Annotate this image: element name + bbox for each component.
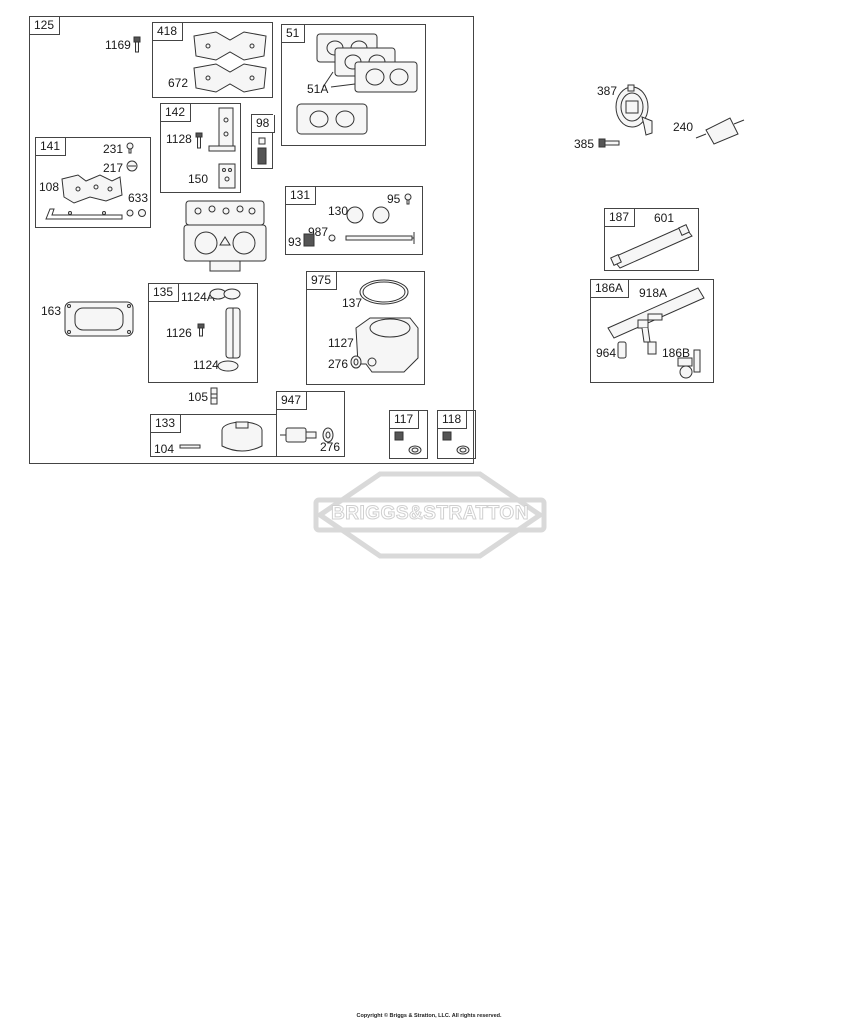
- part-label-130[interactable]: 130: [328, 204, 349, 218]
- callout-418[interactable]: 418: [153, 23, 184, 41]
- kit-418-box: 418: [152, 22, 273, 98]
- kit-142-box: 142: [160, 103, 241, 193]
- part-label-964[interactable]: 964: [596, 346, 617, 360]
- bowl-975-icon: [355, 279, 419, 373]
- part-label-231[interactable]: 231: [103, 142, 124, 156]
- fuel-filter-240-icon: [695, 117, 745, 145]
- part-label-240[interactable]: 240: [673, 120, 694, 134]
- spring-98-icon: [257, 137, 267, 165]
- callout-135[interactable]: 135: [149, 284, 180, 302]
- gasket-set-51-icon: [296, 33, 418, 135]
- callout-51[interactable]: 51: [282, 25, 306, 43]
- part-label-186B[interactable]: 186B: [662, 346, 691, 360]
- gasket-163-icon: [64, 301, 134, 337]
- assembly-125-box: 125: [29, 16, 474, 464]
- part-label-1124[interactable]: 1124: [193, 358, 219, 372]
- part-label-387[interactable]: 387: [597, 84, 618, 98]
- kit-118-box: 118: [437, 410, 476, 459]
- fuel-pump-387-icon: [615, 84, 653, 136]
- kit-118-icon: [442, 431, 470, 455]
- callout-98[interactable]: 98: [252, 115, 276, 133]
- part-label-163[interactable]: 163: [41, 304, 62, 318]
- part-label-633[interactable]: 633: [128, 191, 149, 205]
- part-label-150[interactable]: 150: [188, 172, 209, 186]
- kit-186A-box: 186A: [590, 279, 714, 383]
- callout-142[interactable]: 142: [161, 104, 192, 122]
- jet-105-icon: [210, 387, 218, 405]
- brand-watermark-text: BRIGGS&STRATTON: [331, 503, 529, 525]
- solenoid-947-icon: [280, 427, 334, 443]
- callout-118[interactable]: 118: [438, 411, 468, 429]
- callout-133[interactable]: 133: [151, 415, 182, 433]
- part-label-1169[interactable]: 1169: [105, 38, 131, 52]
- kit-947-box: 947: [276, 391, 345, 457]
- part-label-276-b[interactable]: 276: [320, 440, 341, 454]
- fitting-95-icon: [404, 193, 412, 205]
- kit-187-box: 187: [604, 208, 699, 271]
- fuel-line-918A-icon: [607, 287, 705, 379]
- shaft-131-icon: [303, 232, 415, 247]
- kit-51-box: 51: [281, 24, 426, 146]
- gasket-418-icon: [193, 31, 267, 93]
- brand-watermark-logo: [313, 471, 547, 559]
- float-135-icon: [197, 288, 241, 372]
- callout-125[interactable]: 125: [30, 17, 61, 35]
- kit-117-box: 117: [389, 410, 428, 459]
- part-label-51A[interactable]: 51A: [307, 82, 329, 96]
- part-label-918A[interactable]: 918A: [639, 286, 668, 300]
- part-label-1128[interactable]: 1128: [166, 132, 192, 146]
- bowl-133-icon: [179, 421, 263, 452]
- part-label-276-a[interactable]: 276: [328, 357, 349, 371]
- part-label-93[interactable]: 93: [288, 235, 302, 249]
- callout-187[interactable]: 187: [605, 209, 636, 227]
- callout-975[interactable]: 975: [307, 272, 338, 290]
- part-label-137[interactable]: 137: [342, 296, 363, 310]
- part-label-672[interactable]: 672: [168, 76, 189, 90]
- part-label-105[interactable]: 105: [188, 390, 209, 404]
- kit-131-box: 131: [285, 186, 423, 255]
- kit-975-box: 975: [306, 271, 425, 385]
- copyright-notice: Copyright © Briggs & Stratton, LLC. All …: [356, 1013, 502, 1019]
- part-label-601[interactable]: 601: [654, 211, 675, 225]
- part-label-108[interactable]: 108: [39, 180, 60, 194]
- part-label-1127[interactable]: 1127: [328, 336, 354, 350]
- washer-276-a-icon: [350, 355, 362, 369]
- callout-117[interactable]: 117: [390, 411, 420, 429]
- fuel-line-601-icon: [610, 224, 693, 269]
- part-label-385[interactable]: 385: [574, 137, 595, 151]
- clip-217-icon: [126, 160, 138, 172]
- carburetor-body-icon: [183, 200, 267, 272]
- part-label-95[interactable]: 95: [387, 192, 401, 206]
- plate-108-icon: [45, 174, 146, 220]
- kit-117-icon: [394, 431, 422, 455]
- callout-186A[interactable]: 186A: [591, 280, 630, 298]
- screw-1169-icon: [133, 36, 141, 53]
- part-label-217[interactable]: 217: [103, 161, 124, 175]
- part-label-1126[interactable]: 1126: [166, 326, 192, 340]
- part-label-104[interactable]: 104: [154, 442, 175, 456]
- fitting-231-icon: [126, 142, 134, 154]
- callout-131[interactable]: 131: [286, 187, 317, 205]
- bracket-142-icon: [208, 107, 236, 189]
- screw-1128-icon: [195, 132, 203, 149]
- part-label-1124A[interactable]: 1124A: [181, 290, 215, 304]
- callout-141[interactable]: 141: [36, 138, 67, 156]
- kit-98-box: 98: [251, 114, 276, 169]
- kit-141-box: 141: [35, 137, 151, 228]
- callout-947[interactable]: 947: [277, 392, 308, 410]
- screw-385-icon: [598, 138, 620, 148]
- plug-130-icon: [346, 206, 390, 224]
- kit-135-box: 135: [148, 283, 258, 383]
